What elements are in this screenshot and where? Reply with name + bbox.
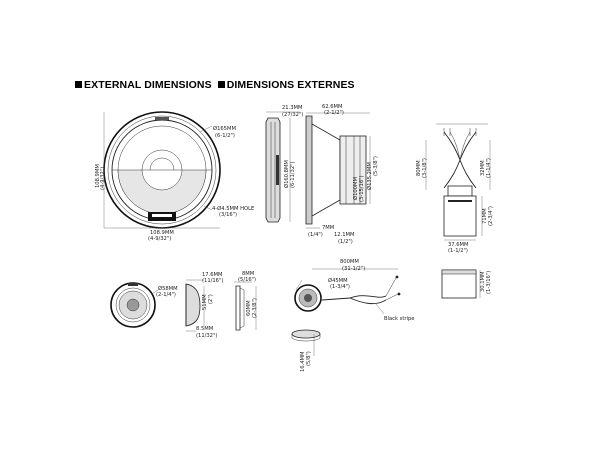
woofer-dia-inch-label: (6-1/2") [215, 133, 235, 139]
tweeter-dia-label: Ø58MM [158, 285, 178, 292]
woofer-profile-view [305, 112, 371, 229]
heading-french: DIMENSIONS EXTERNES [226, 79, 355, 91]
crossover-top-inch-label: (3-1/8") [422, 158, 428, 178]
woofer-width-inch-label: (4-9/32") [148, 236, 171, 242]
mount-height-label: 60MM [246, 300, 252, 316]
tweeter-bottom-depth-label: 16.4MM [300, 351, 306, 372]
tweeter-depth-inch-label: (11/16") [202, 278, 223, 284]
heading-square-icon [75, 81, 82, 88]
woofer-height-inch-label: (4-9/32") [100, 167, 106, 190]
woofer-height-label: 108.9MM [95, 164, 101, 188]
crossover-box-inch-label: (1-3/16") [486, 271, 492, 294]
tweeter-mount-view [234, 281, 257, 331]
cable-tweeter-dia-label: Ø45MM [328, 277, 348, 284]
crossover-height-inch-label: (2-3/4") [488, 206, 494, 226]
cable-length-label: 800MM [340, 259, 359, 265]
profile-dia2-inch-label: (3-15/16") [359, 175, 365, 202]
crossover-view [425, 123, 491, 299]
tweeter-front-view [110, 282, 159, 328]
cable-length-inch-label: (31-1/2") [342, 266, 365, 272]
tweeter-height-label: 51MM [202, 294, 208, 310]
tweeter-flange-label: 8.5MM [196, 326, 213, 332]
tweeter-dia-inch-label: (2-1/4") [156, 292, 176, 298]
mount-height-inch-label: (2-3/8") [252, 298, 258, 318]
tweeter-height-inch-label: (2") [208, 294, 214, 304]
crossover-height-label: 71MM [482, 208, 488, 224]
crossover-width-label: 37.6MM [448, 242, 469, 248]
woofer-hole-inch-label: (3/16") [219, 212, 237, 218]
woofer-front-view [103, 111, 221, 229]
tweeter-side-view [185, 279, 205, 332]
woofer-side-view [265, 111, 300, 223]
tweeter-bottom-depth-inch-label: (5/8") [306, 351, 312, 366]
woofer-hole-label: 4-Ø4.5MM HOLE [212, 205, 254, 212]
mount-top-label: 8MM [242, 271, 254, 277]
flange-dia-inch-label: (6-11/32") [290, 161, 296, 188]
flange-depth-inch-label: (27/32") [282, 112, 303, 118]
profile-depth-inch-label: (2-1/2") [324, 110, 344, 116]
crossover-width-inch-label: (1-1/2") [448, 248, 468, 254]
woofer-dia-label: Ø165MM [213, 125, 236, 132]
flange-dia-label: Ø160.8MM [283, 160, 290, 188]
heading-english: EXTERNAL DIMENSIONS [84, 79, 212, 91]
profile-small-inch-label: (1/4") [308, 232, 323, 238]
heading-square-icon [217, 81, 225, 88]
tweeter-depth-label: 17.6MM [202, 272, 223, 278]
profile-small2-label: 12.1MM [334, 232, 355, 238]
crossover-top-label: 80MM [416, 160, 422, 176]
profile-depth-label: 62.6MM [322, 104, 343, 110]
profile-dia2-label: Ø100MM [352, 177, 359, 200]
section-heading: EXTERNAL DIMENSIONS DIMENSIONS EXTERNES [75, 79, 355, 91]
crossover-box-label: 30.1MM [480, 271, 486, 292]
cable-tweeter-dia-inch-label: (1-3/4") [330, 284, 350, 290]
tweeter-cable-view [291, 268, 401, 356]
crossover-side-inch-label: (1-1/4") [486, 158, 492, 178]
profile-dia1-label: Ø135.2MM [366, 162, 373, 190]
crossover-side-label: 32MM [480, 160, 486, 176]
flange-depth-label: 21.3MM [282, 105, 303, 111]
profile-dia1-inch-label: (5-3/8") [373, 156, 379, 176]
profile-small-label: 7MM [322, 225, 334, 231]
woofer-width-label: 108.9MM [150, 230, 174, 236]
mount-top-inch-label: (5/16") [238, 277, 256, 283]
tweeter-flange-inch-label: (11/32") [196, 333, 217, 339]
black-stripe-label: Black stripe [384, 316, 414, 322]
profile-small2-inch-label: (1/2") [338, 239, 353, 245]
